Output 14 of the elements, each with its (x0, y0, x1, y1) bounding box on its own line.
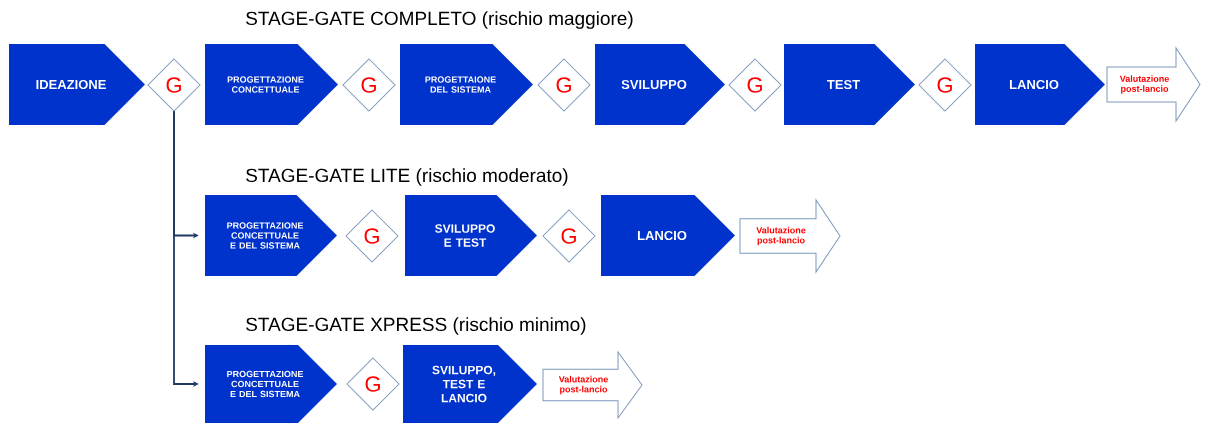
stage-block: PROGETTAIONE DEL SISTEMA (400, 44, 533, 125)
stage-block: PROGETTAZIONE CONCETTUALE E DEL SISTEMA (205, 195, 337, 276)
stage-block: PROGETTAZIONE CONCETTUALE (205, 44, 338, 125)
stage-block: TEST (784, 44, 915, 125)
stage-block: PROGETTAZIONE CONCETTUALE E DEL SISTEMA (205, 345, 337, 423)
stage-block: IDEAZIONE (9, 44, 145, 125)
track-title: STAGE-GATE LITE (rischio moderato) (246, 168, 568, 186)
stage-block: SVILUPPO (595, 44, 725, 125)
stage-block: SVILUPPO, TEST E LANCIO (403, 345, 537, 423)
track-title: STAGE-GATE COMPLETO (rischio maggiore) (246, 11, 633, 29)
track-title: STAGE-GATE XPRESS (rischio minimo) (246, 317, 586, 335)
stage-block: LANCIO (601, 195, 735, 276)
stage-block: LANCIO (975, 44, 1105, 125)
stage-block: SVILUPPO E TEST (405, 195, 537, 276)
